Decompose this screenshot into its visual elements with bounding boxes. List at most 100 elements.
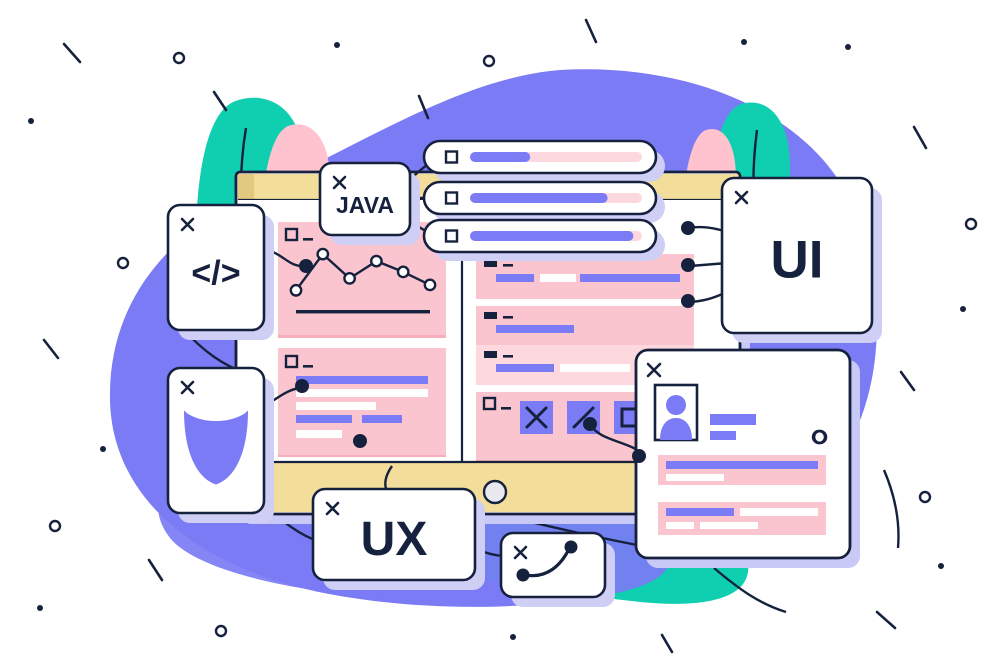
decorative-ring-5 (918, 490, 932, 504)
card-ux-bg (311, 487, 477, 582)
card-ui[interactable]: UI (720, 176, 882, 343)
profile-block-2[interactable] (658, 502, 826, 535)
card-ui-close-icon[interactable] (734, 190, 749, 205)
decorative-dash-8 (660, 633, 674, 654)
avatar-head (666, 395, 686, 415)
profile-close-icon[interactable] (646, 362, 662, 378)
right-row-3-chip (484, 351, 497, 358)
decorative-dot-6 (938, 563, 944, 569)
text-widget-bar-white-1 (296, 389, 428, 397)
window-top-bar-edge (238, 174, 254, 200)
leaf-stem-lower-right (713, 567, 787, 614)
right-row-1-bar-blue-a (496, 274, 534, 282)
curve-handle-1[interactable] (564, 540, 578, 554)
decorative-dots (28, 39, 966, 640)
text-widget-bar-blue-2 (296, 415, 352, 423)
decorative-ring-3 (964, 217, 978, 231)
decorative-dash-3 (912, 125, 928, 150)
decorative-dash-5 (899, 370, 916, 392)
card-code-close-icon[interactable] (180, 217, 195, 232)
progress-checkbox[interactable] (444, 150, 459, 164)
progress-card-group (422, 139, 665, 261)
decorative-dot-7 (960, 306, 966, 312)
decorative-ring-6 (214, 624, 228, 638)
card-curve[interactable] (499, 531, 615, 607)
card-java[interactable]: JAVA (318, 161, 420, 245)
right-row-4-dash-glyph (501, 407, 511, 410)
right-row-2-dash (503, 316, 513, 319)
right-row-1-bar-blue-b (580, 274, 680, 282)
text-widget-window-glyph (284, 354, 299, 369)
right-row-2-bar-blue (496, 325, 574, 333)
progress-card-row-2[interactable] (422, 180, 665, 223)
progress-fill (470, 231, 634, 241)
decorative-ring-7 (811, 429, 827, 445)
profile-card[interactable] (634, 348, 860, 568)
chart-point-4 (396, 265, 410, 279)
chart-widget-window-glyph (284, 227, 299, 242)
text-widget-dash-glyph (303, 365, 313, 368)
decorative-dash-7 (147, 558, 164, 582)
decorative-dash-6 (875, 610, 897, 630)
decorative-ring-4 (48, 519, 62, 533)
decorative-dot-1 (845, 44, 851, 50)
bezier-curve-icon (523, 547, 571, 578)
progress-card-row-1[interactable] (422, 139, 665, 182)
card-code-label: </> (191, 254, 240, 292)
text-widget-bar-blue-1 (296, 376, 428, 384)
card-curve-close-icon[interactable] (513, 545, 528, 560)
leaf-stem-far-right (882, 469, 900, 549)
avatar-body (660, 418, 692, 440)
card-shield-close-icon[interactable] (180, 380, 195, 395)
close-tool-button[interactable] (520, 401, 553, 434)
close-icon (525, 406, 548, 429)
right-row-4-window-glyph (482, 396, 497, 411)
progress-checkbox[interactable] (444, 191, 459, 205)
home-button[interactable] (482, 479, 508, 505)
decorative-dot-3 (28, 118, 34, 124)
decorative-dash-2 (584, 18, 598, 44)
line-icon (572, 406, 595, 429)
right-row-3-dash (503, 355, 513, 358)
decorative-dash-0 (62, 42, 82, 64)
card-code-bg (166, 203, 266, 332)
text-widget-bar-white-2 (296, 402, 376, 410)
progress-checkbox[interactable] (444, 229, 459, 243)
left-text-widget[interactable] (278, 348, 446, 457)
card-ux-close-icon[interactable] (325, 501, 340, 516)
chart-point-5 (423, 278, 437, 292)
card-java-label: JAVA (336, 192, 394, 218)
decorative-dot-2 (741, 39, 747, 45)
progress-fill (470, 152, 531, 162)
decorative-dashes (42, 18, 928, 654)
right-row-3-bar-white (560, 364, 630, 372)
chart-point-1 (316, 247, 330, 261)
profile-subtitle-bar (710, 431, 736, 440)
decorative-ring-0 (172, 51, 186, 65)
card-ux[interactable]: UX (311, 487, 485, 590)
decorative-rings (48, 51, 978, 638)
card-curve-bg (499, 531, 607, 599)
progress-fill (470, 193, 608, 203)
card-shield[interactable] (166, 366, 274, 523)
decorative-ring-2 (116, 256, 130, 270)
progress-card-row-3[interactable] (422, 218, 665, 261)
chart-point-0 (289, 283, 303, 297)
right-row-1[interactable] (476, 254, 694, 299)
decorative-dash-1 (417, 94, 430, 120)
text-widget-bar-white-3 (296, 430, 342, 438)
chart-widget-dash-glyph (303, 238, 313, 241)
card-code[interactable]: </> (166, 203, 274, 340)
profile-block-1[interactable] (658, 455, 826, 485)
curve-handle-0[interactable] (516, 568, 530, 582)
card-ux-label: UX (361, 513, 428, 566)
right-row-2[interactable] (476, 306, 694, 346)
chart-point-3 (369, 254, 383, 268)
floating-card-group: </> JAVA UI UX (166, 161, 882, 607)
decorative-dot-5 (510, 634, 516, 640)
chart-point-2 (343, 271, 356, 285)
card-java-close-icon[interactable] (332, 175, 347, 190)
decorative-dot-8 (100, 446, 106, 452)
